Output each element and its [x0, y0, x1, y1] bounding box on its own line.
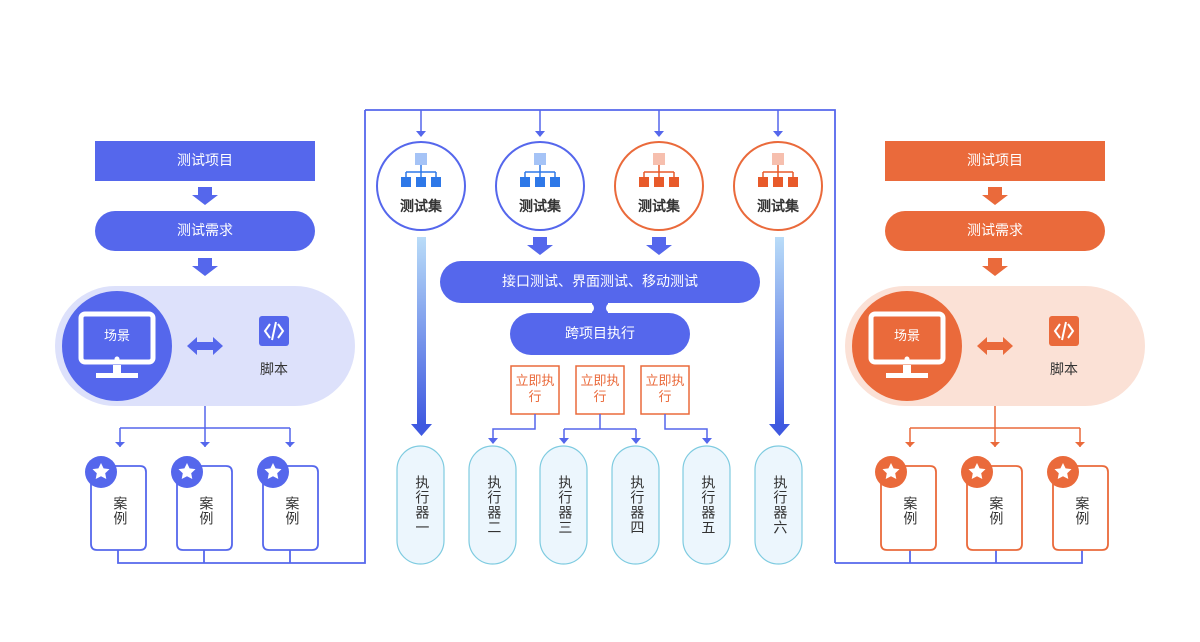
right-case-label-3: 案例 [1073, 496, 1090, 526]
immediate-boxes [510, 365, 690, 415]
right-scene-label: 场景 [893, 329, 920, 345]
cross-project-label: 跨项目执行 [565, 325, 635, 342]
executor-label-5: 执行器五 [699, 475, 716, 535]
left-down-arrow-1 [192, 187, 218, 205]
center-down-arrow-1 [527, 237, 553, 255]
executor-label-3: 执行器三 [556, 475, 573, 535]
left-scene-circle [62, 291, 172, 401]
immediate-label-1: 立即执行 [515, 374, 555, 405]
test-types-pill [440, 261, 760, 303]
hierarchy-icons [401, 153, 798, 187]
left-gradient-bar [417, 237, 426, 425]
left-requirement-pill [95, 211, 315, 251]
test-set-label-3: 测试集 [638, 198, 680, 215]
right-project-box [885, 141, 1105, 181]
left-scene-label: 场景 [103, 329, 130, 345]
immediate-label-3: 立即执行 [645, 374, 685, 405]
right-requirement-pill [885, 211, 1105, 251]
left-case-connectors [115, 406, 295, 447]
right-monitor-icon [868, 311, 946, 378]
test-set-label-4: 测试集 [757, 198, 799, 215]
left-code-icon [259, 316, 289, 346]
executor-shapes [396, 445, 803, 565]
left-script-label: 脚本 [260, 361, 288, 378]
immediate-label-2: 立即执行 [580, 374, 620, 405]
left-gradient-arrow [411, 424, 432, 436]
left-case-label-2: 案例 [197, 496, 214, 526]
left-project-label: 测试项目 [177, 152, 233, 169]
center-top-arrows [416, 110, 783, 137]
left-double-arrow-icon [187, 337, 223, 355]
left-star-icons [85, 456, 289, 488]
left-case-label-1: 案例 [111, 496, 128, 526]
pill-connector [592, 300, 608, 316]
center-down-arrow-2 [646, 237, 672, 255]
left-case-label-3: 案例 [283, 496, 300, 526]
right-code-icon [1049, 316, 1079, 346]
executor-label-2: 执行器二 [485, 475, 502, 535]
right-case-label-1: 案例 [901, 496, 918, 526]
right-requirement-label: 测试需求 [967, 222, 1023, 239]
test-set-label-2: 测试集 [519, 198, 561, 215]
cross-project-pill [510, 313, 690, 355]
left-project-box [95, 141, 315, 181]
center-top-frame [365, 109, 836, 563]
left-requirement-label: 测试需求 [177, 222, 233, 239]
left-bottom-connector [117, 110, 366, 564]
executor-label-4: 执行器四 [628, 475, 645, 535]
right-script-label: 脚本 [1050, 361, 1078, 378]
right-case-label-2: 案例 [987, 496, 1004, 526]
right-double-arrow-icon [977, 337, 1013, 355]
left-down-arrow-2 [192, 258, 218, 276]
test-set-label-1: 测试集 [400, 198, 442, 215]
executor-label-6: 执行器六 [771, 475, 788, 535]
right-scene-circle [852, 291, 962, 401]
test-types-label: 接口测试、界面测试、移动测试 [502, 273, 698, 290]
right-gradient-arrow [769, 424, 790, 436]
left-monitor-icon [78, 311, 156, 378]
right-bottom-connector [835, 550, 1083, 564]
right-project-label: 测试项目 [967, 152, 1023, 169]
right-case-connectors [905, 406, 1085, 447]
executor-label-1: 执行器一 [413, 475, 430, 535]
right-gradient-bar [775, 237, 784, 425]
right-down-arrow-2 [982, 258, 1008, 276]
immediate-connectors [488, 414, 712, 444]
right-star-icons [875, 456, 1079, 488]
right-down-arrow-1 [982, 187, 1008, 205]
